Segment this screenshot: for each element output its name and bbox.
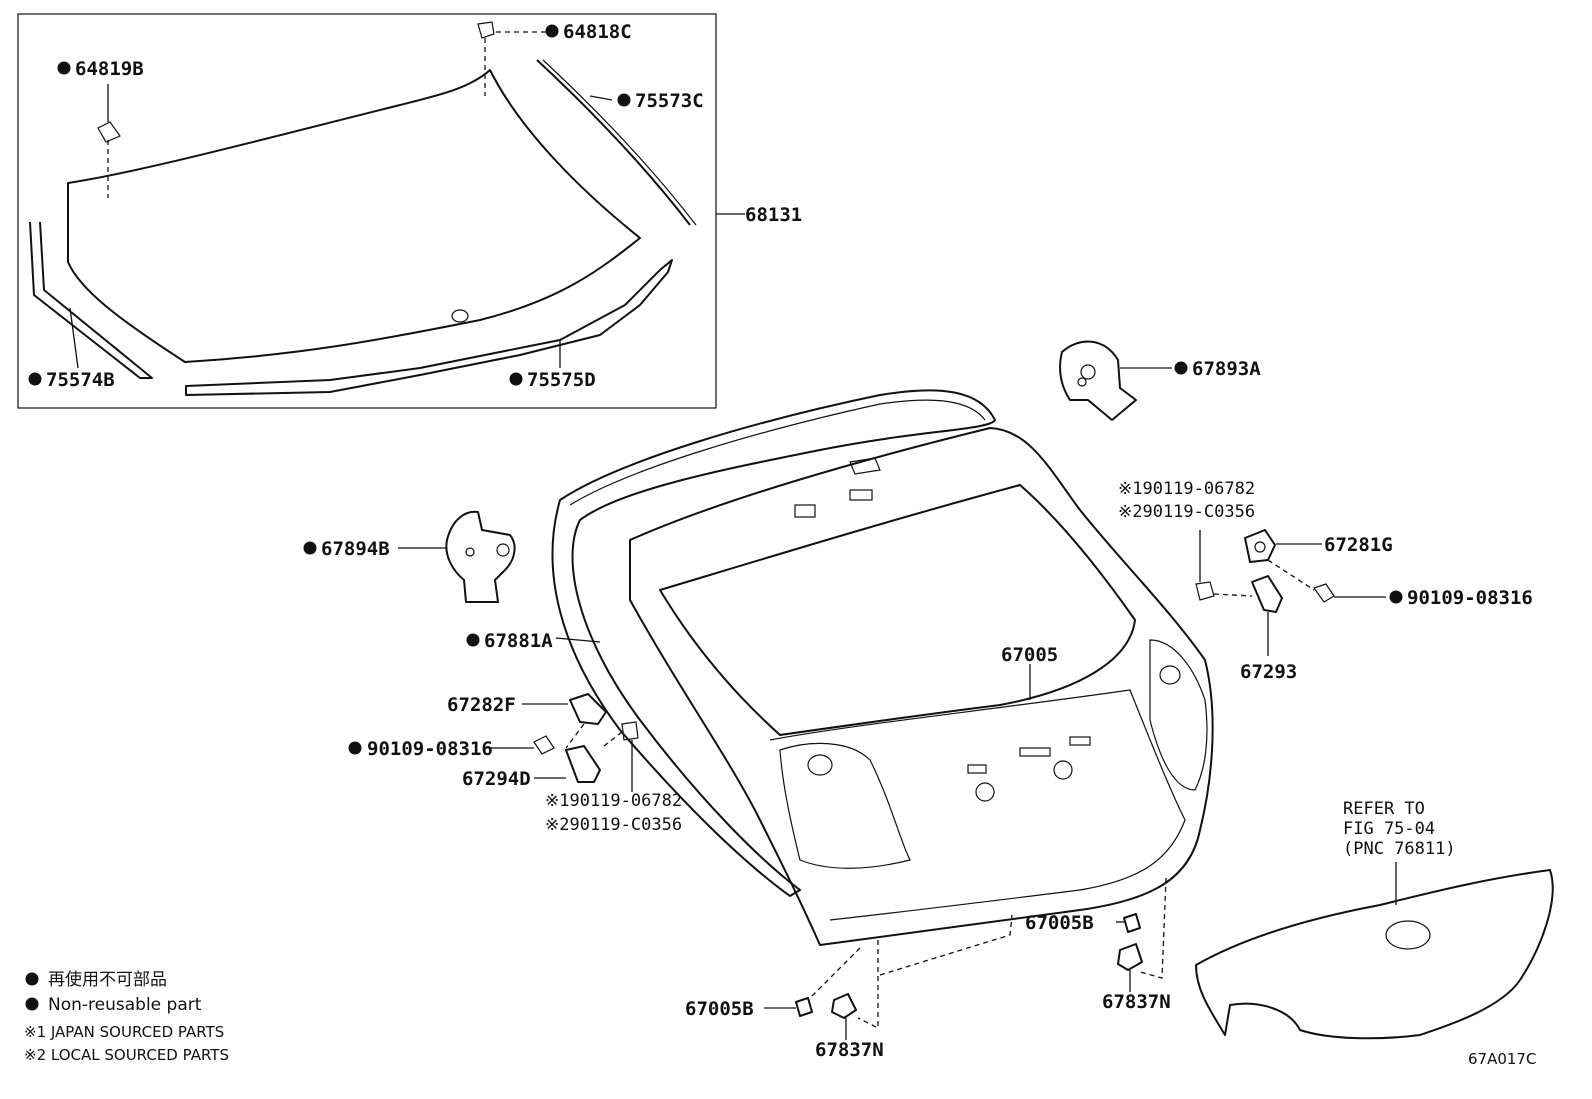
label-64819b: 64819B [75,58,144,80]
label-67881a: 67881A [484,630,553,652]
bracket-67294d [565,745,601,783]
back-door-panel-67005 [629,427,1214,946]
label-67005b-l: 67005B [685,998,754,1020]
label-75573c: 75573C [635,90,704,112]
label-75575d: 75575D [527,369,596,391]
bolt-90109-l-shape [533,735,555,755]
label-67837n-l: 67837N [815,1039,884,1061]
label-67005b-r: 67005B [1025,912,1094,934]
label-90119-a-r: ※190119-06782 [1118,479,1255,499]
label-64818c: 64818C [563,21,632,43]
refer-line-1: REFER TO [1343,799,1425,819]
moulding-75575d [185,259,673,396]
figure-code: 67A017C [1468,1050,1536,1068]
legend-jp: 再使用不可部品 [48,969,167,990]
label-75574b: 75574B [46,369,115,391]
bolt-90119-r-shape [1195,581,1215,601]
part-64818c-shape [477,21,495,39]
label-67281g: 67281G [1324,534,1393,556]
moulding-75574b [29,221,153,379]
bumper-67282f [569,693,607,725]
refer-line-2: FIG 75-04 [1343,819,1435,839]
moulding-75573c [536,59,691,226]
legend-note-1: ※1 JAPAN SOURCED PARTS [24,1023,224,1041]
label-67293: 67293 [1240,661,1297,683]
glass-hole [451,309,469,323]
label-90119-b-r: ※290119-C0356 [1118,502,1255,522]
label-68131: 68131 [745,204,802,226]
glass-inset-frame [17,13,717,409]
label-67282f: 67282F [447,694,516,716]
stopper-67005b-l [795,997,813,1017]
bracket-67293 [1251,575,1283,613]
legend-note-2: ※2 LOCAL SOURCED PARTS [24,1046,229,1064]
label-67294d: 67294D [462,768,531,790]
label-67893a: 67893A [1192,358,1261,380]
bolt-90109-r-shape [1313,583,1335,603]
label-67005: 67005 [1001,644,1058,666]
weatherstrip-67881a [551,389,996,897]
left-trim-pocket [779,742,911,869]
bumper-67281g [1244,529,1276,563]
right-trim-pocket [1149,639,1208,791]
clip-67837n-r [1117,943,1143,971]
label-90109-l: 90109-08316 [367,738,493,760]
back-door-glass [67,69,641,363]
legend-en: Non-reusable part [48,995,202,1015]
hinge-67893a [1059,340,1137,421]
back-door-lower-panel [769,689,1186,921]
label-90119-a-l: ※190119-06782 [545,791,682,811]
label-67837n-r: 67837N [1102,991,1171,1013]
back-door-garnish [1195,869,1554,1040]
part-64819b-shape [97,121,121,143]
hinge-67894b [445,510,516,603]
stopper-67005b-r [1123,913,1141,933]
back-door-window-opening [659,484,1136,736]
label-90109-r: 90109-08316 [1407,587,1533,609]
label-67894b: 67894B [321,538,390,560]
refer-line-3: (PNC 76811) [1343,839,1456,859]
clip-67837n-l [831,993,857,1019]
bolt-90119-l-shape [621,721,639,741]
label-90119-b-l: ※290119-C0356 [545,815,682,835]
